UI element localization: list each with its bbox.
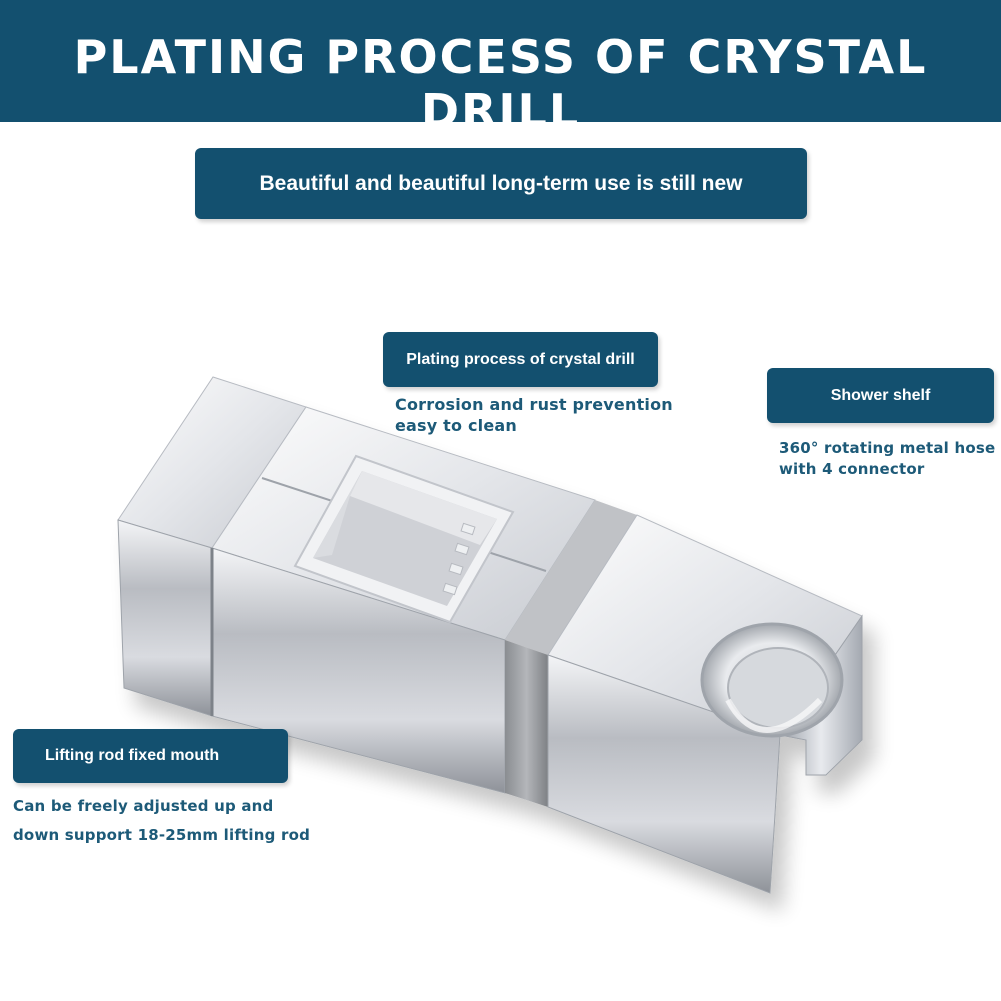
shower-shelf-label: Shower shelf — [767, 368, 994, 423]
shower-shelf-description: 360° rotating metal hose with 4 connecto… — [779, 438, 995, 480]
plating-process-label: Plating process of crystal drill — [383, 332, 658, 387]
subtitle-banner: Beautiful and beautiful long-term use is… — [195, 148, 807, 219]
description-line: easy to clean — [395, 416, 517, 435]
description-line: with 4 connector — [779, 460, 925, 478]
lifting-rod-label: Lifting rod fixed mouth — [13, 729, 288, 783]
page-title: PLATING PROCESS OF CRYSTAL DRILL — [73, 30, 928, 138]
description-line: Can be freely adjusted up and — [13, 797, 274, 815]
description-line: 360° rotating metal hose — [779, 439, 996, 457]
description-line: down support 18-25mm lifting rod — [13, 826, 311, 844]
lifting-rod-description: Can be freely adjusted up and down suppo… — [13, 792, 310, 850]
description-line: Corrosion and rust prevention — [395, 395, 673, 414]
plating-process-description: Corrosion and rust prevention easy to cl… — [395, 394, 673, 436]
header-banner: PLATING PROCESS OF CRYSTAL DRILL — [0, 0, 1001, 138]
